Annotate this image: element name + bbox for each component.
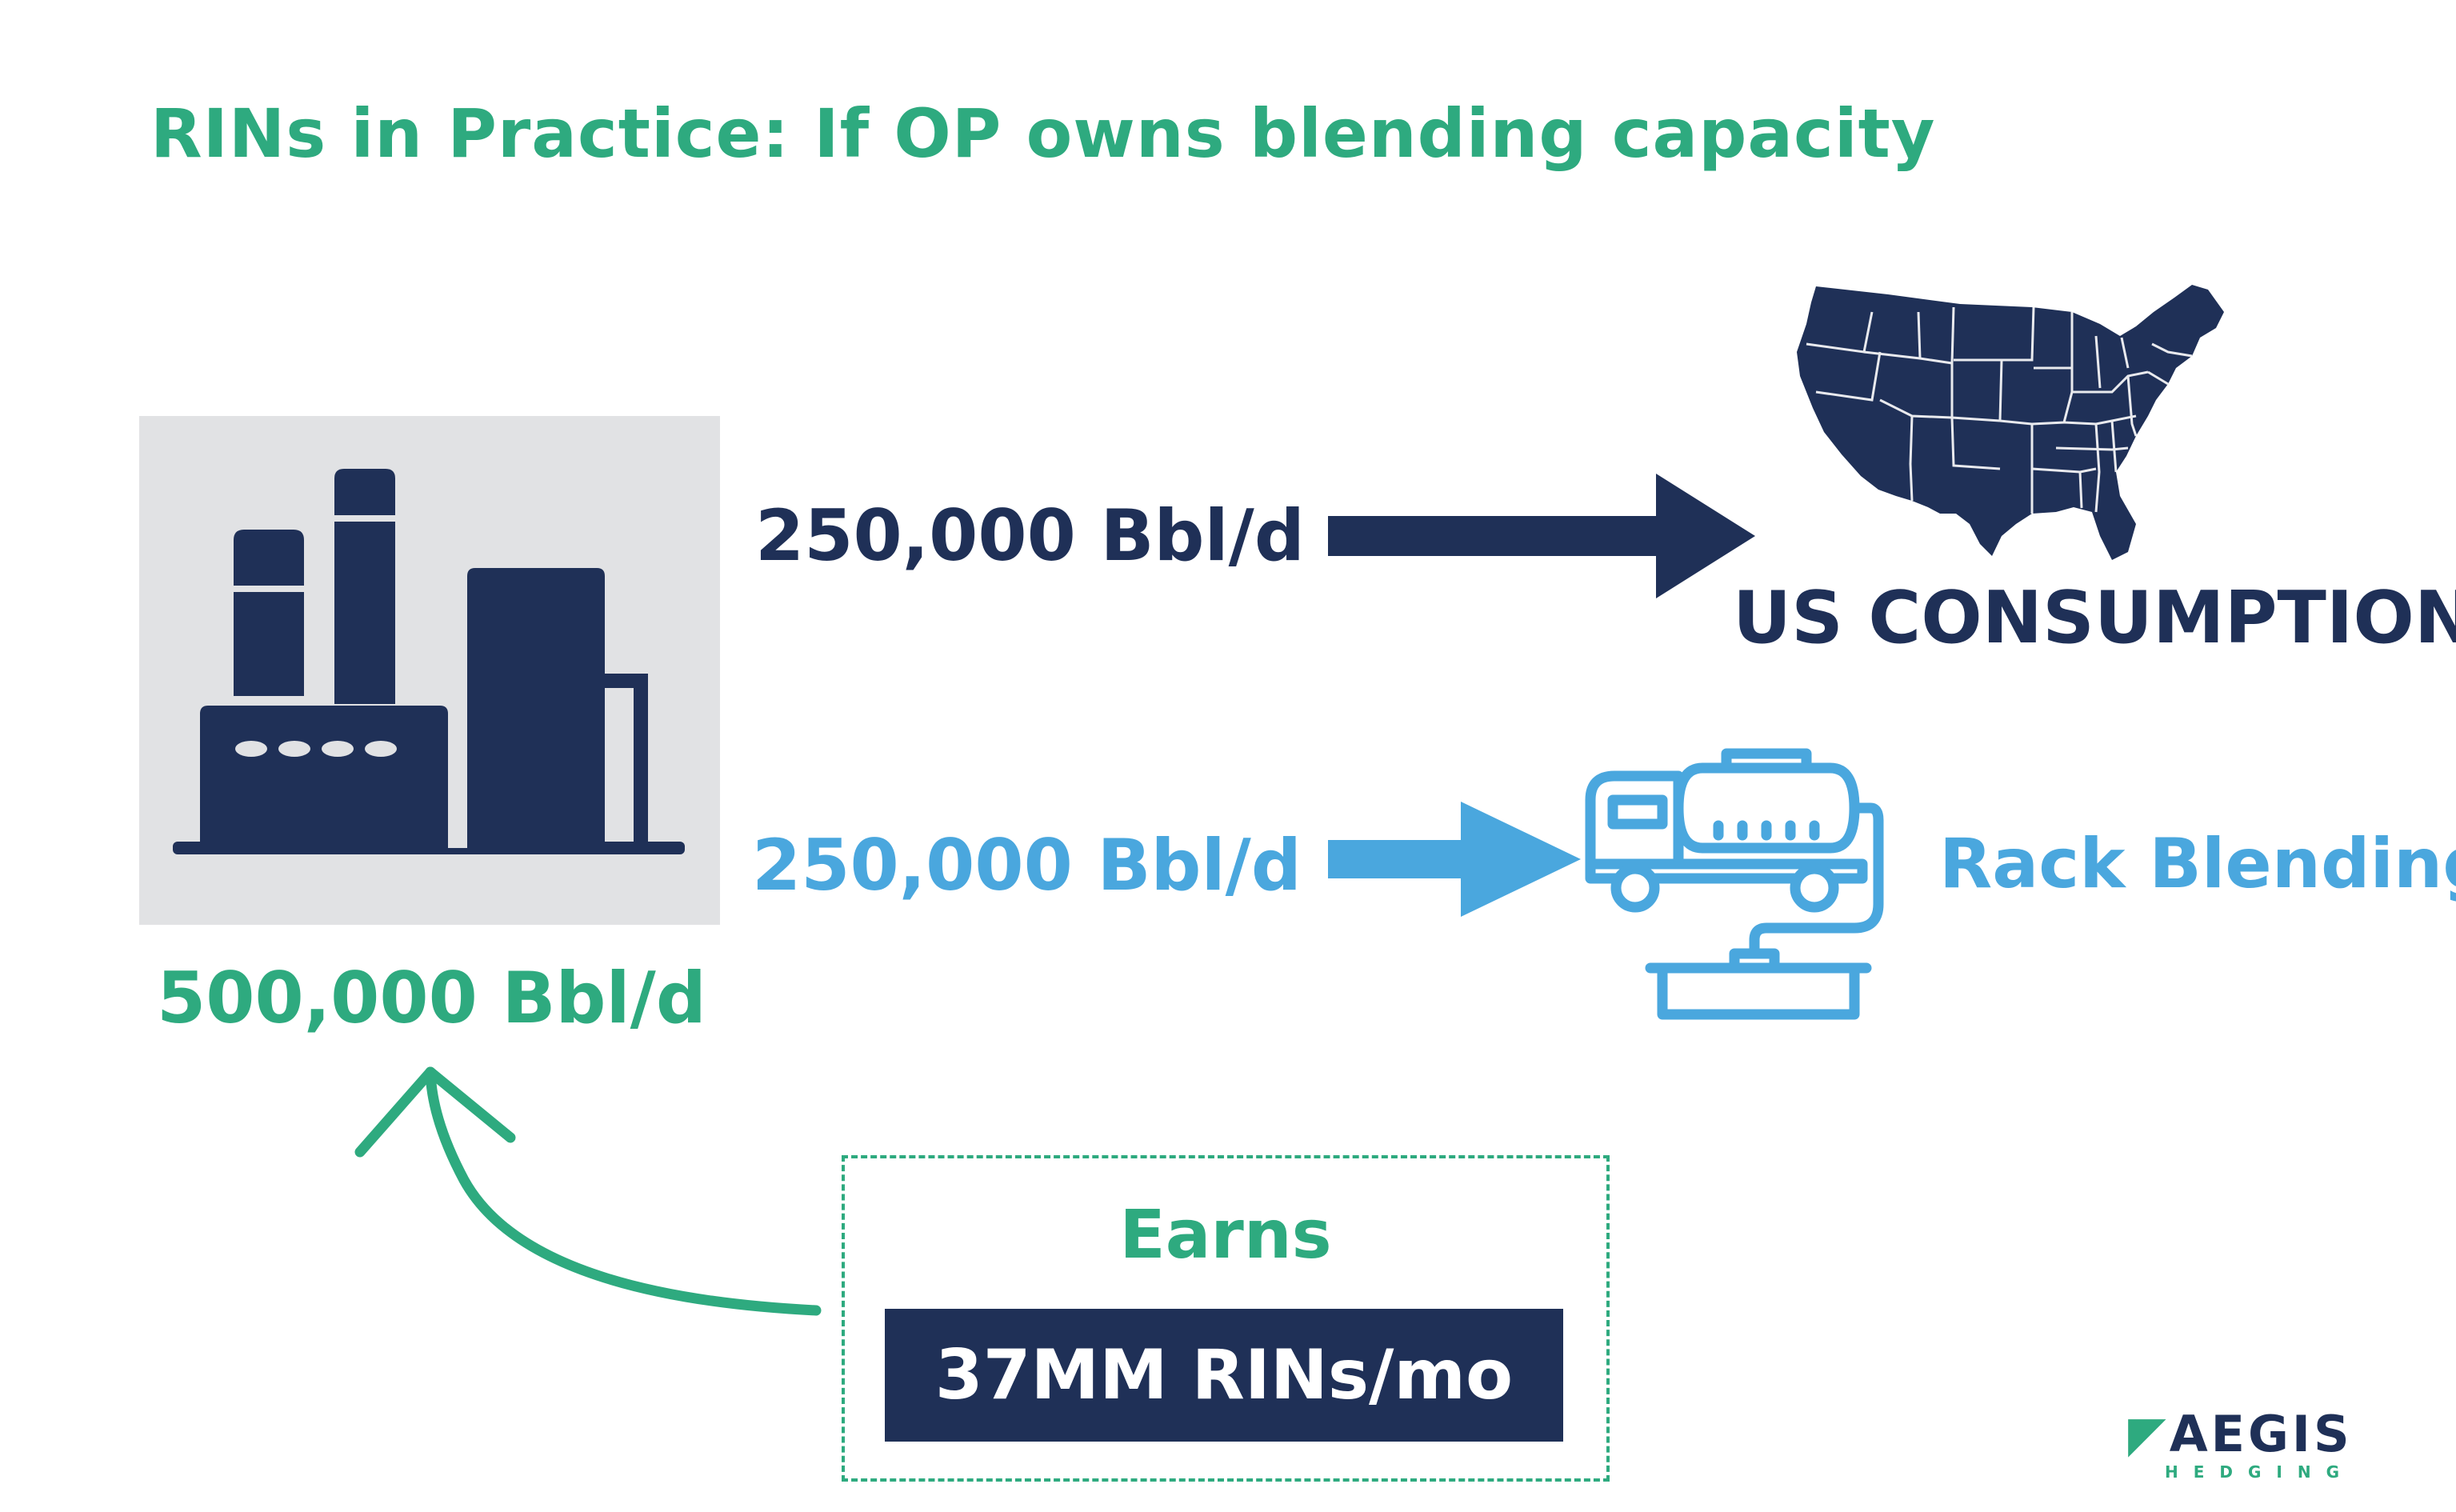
us-flow-volume: 250,000 Bbl/d <box>755 494 1305 577</box>
rack-flow-volume: 250,000 Bbl/d <box>752 824 1302 906</box>
logo-sub-text: HEDGING <box>2165 1462 2355 1482</box>
aegis-logo: ◤AEGIS HEDGING <box>2128 1410 2354 1482</box>
refinery-icon <box>173 469 685 854</box>
tanker-truck-icon <box>1585 748 1884 1020</box>
logo-main-text: ◤AEGIS <box>2128 1405 2353 1463</box>
earns-label: Earns <box>1119 1195 1332 1274</box>
earnings-panel <box>842 1155 1610 1482</box>
us-consumption-label: US CONSUMPTION <box>1733 576 2456 660</box>
arrow-right-blue-icon <box>1328 802 1581 917</box>
logo-mark-icon: ◤ <box>2128 1405 2170 1463</box>
plant-capacity-label: 500,000 Bbl/d <box>157 957 706 1039</box>
rins-value-badge: 37MM RINs/mo <box>885 1309 1563 1442</box>
us-map-icon <box>1797 285 2224 560</box>
arrow-right-navy-icon <box>1328 474 1755 598</box>
rack-blending-label: Rack Blending <box>1939 824 2456 904</box>
page-title: RINs in Practice: If OP owns blending ca… <box>150 94 1936 173</box>
return-arrow-icon <box>354 1066 822 1316</box>
